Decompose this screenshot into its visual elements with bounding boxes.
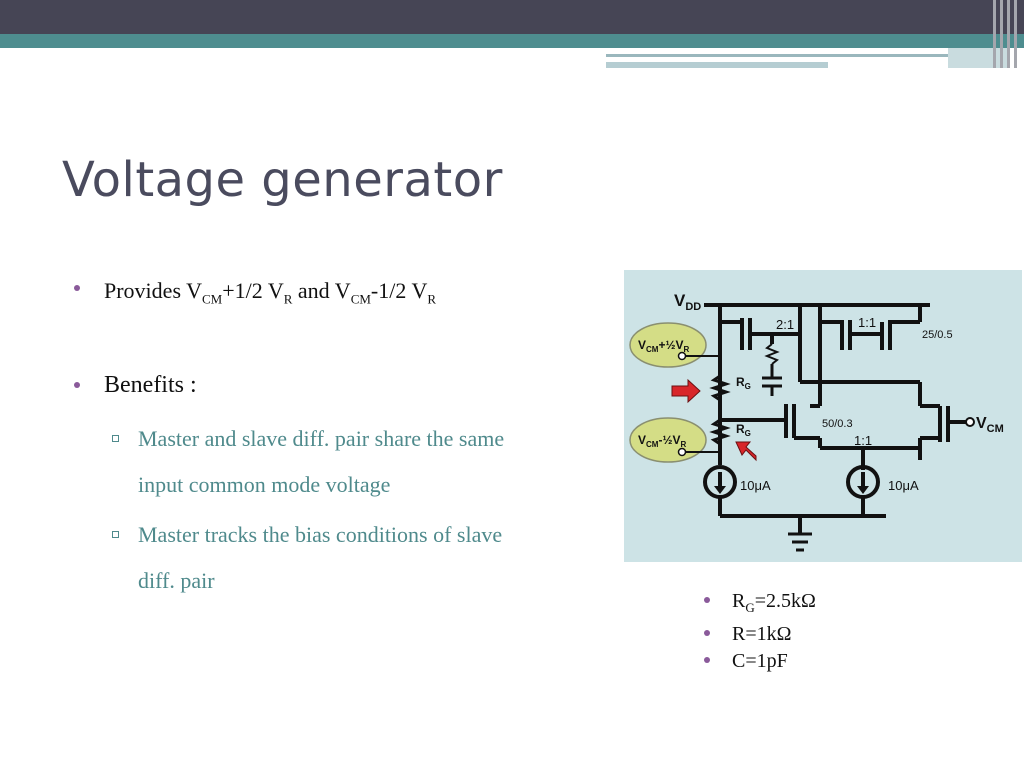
rg-label: RG	[736, 375, 751, 391]
ratio-label: 1:1	[858, 315, 876, 330]
bullet-provides: Provides VCM+1/2 VR and VCM-1/2 VR	[74, 278, 614, 307]
bullet-benefits: Benefits :	[74, 372, 197, 399]
bullet-dot	[704, 630, 710, 636]
header-stripe	[1014, 0, 1017, 68]
ratio-label: 2:1	[776, 317, 794, 332]
header-stripe	[1000, 0, 1003, 68]
current-label: 10μA	[740, 478, 771, 493]
header-teal-band	[0, 34, 1024, 48]
header-bar	[0, 0, 1024, 34]
bullet-dot	[704, 597, 710, 603]
capacitor-icon	[762, 364, 782, 396]
header-block	[948, 48, 1008, 68]
current-label: 10μA	[888, 478, 919, 493]
vcm-output-label: VCM	[976, 415, 1004, 435]
resistor-rg1-icon	[709, 374, 731, 402]
bullet-dot	[74, 285, 80, 291]
param-item: C=1pF	[704, 648, 816, 675]
circuit-figure: VDD 2:1 1:1 25/0.5 50/0.3 1:1 RG RG VCM+…	[624, 270, 1022, 562]
resistor-rg2-icon	[709, 418, 731, 446]
bullet-dot	[704, 657, 710, 663]
header-stripe	[993, 0, 996, 68]
parameter-list: RG=2.5kΩ R=1kΩ C=1pF	[704, 588, 816, 675]
param-item: R=1kΩ	[704, 621, 816, 648]
red-arrow-icon	[671, 378, 701, 404]
slide-title: Voltage generator	[62, 152, 503, 208]
ratio-label: 1:1	[854, 433, 872, 448]
square-bullet-icon	[112, 531, 119, 538]
resistor-r-icon	[764, 343, 780, 365]
ground-icon	[788, 532, 812, 552]
param-item: RG=2.5kΩ	[704, 588, 816, 621]
header-line	[606, 54, 948, 57]
header-stripe	[1007, 0, 1010, 68]
sub-bullet-1: Master and slave diff. pair share the sa…	[112, 416, 638, 508]
vcm-minus-label: VCM-½VR	[638, 433, 686, 449]
ratio-label: 50/0.3	[822, 418, 853, 430]
square-bullet-icon	[112, 435, 119, 442]
output-node-icon	[965, 417, 975, 427]
vdd-label: VDD	[674, 291, 701, 313]
ratio-label: 25/0.5	[922, 329, 953, 341]
header-line	[606, 62, 828, 68]
sub-bullet-2: Master tracks the bias conditions of sla…	[112, 512, 638, 604]
circuit-schematic: VDD 2:1 1:1 25/0.5 50/0.3 1:1 RG RG VCM+…	[629, 291, 1004, 552]
red-arrow-icon	[735, 441, 757, 462]
vcm-plus-label: VCM+½VR	[638, 338, 690, 354]
rg-label: RG	[736, 422, 751, 438]
bullet-dot	[74, 382, 80, 388]
